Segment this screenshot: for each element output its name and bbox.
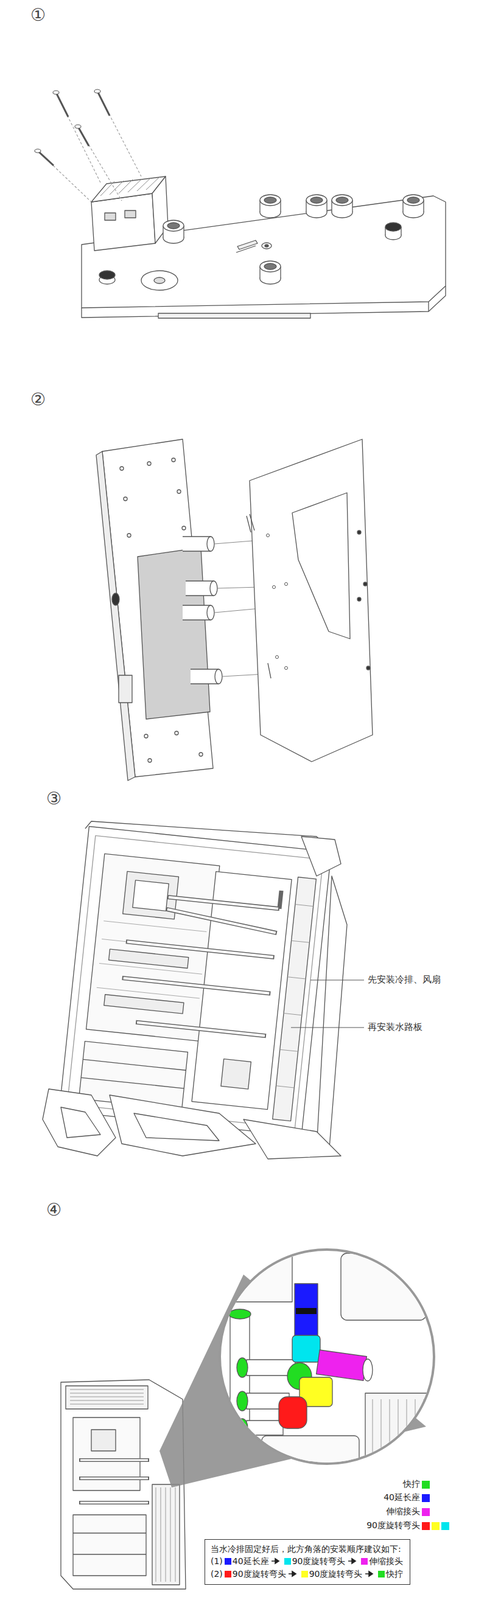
legend-swatch [421, 1509, 430, 1518]
legend-text: 40延长座 [383, 1493, 421, 1505]
color-square [224, 1571, 232, 1579]
pump-box [91, 176, 169, 251]
legend-swatch [421, 1495, 430, 1504]
legend-text: 90度旋转弯头 [366, 1521, 421, 1533]
legend-swatch [421, 1523, 430, 1532]
arrow-symbol [270, 1558, 281, 1566]
arrow-symbol [364, 1571, 375, 1579]
case-top-frame [85, 821, 347, 1157]
color-square [301, 1571, 309, 1579]
legend-text: 快拧 [402, 1479, 421, 1491]
legend-row: 快拧 [402, 1479, 430, 1491]
note-step: 90度旋转弯头 [309, 1569, 363, 1580]
screws [34, 89, 142, 203]
legend-row: 90度旋转弯头 [366, 1521, 450, 1533]
color-square [224, 1559, 232, 1566]
color-square [378, 1571, 385, 1579]
color-square [360, 1559, 368, 1566]
step-number: ④ [46, 1200, 62, 1221]
legend-swatch-extra [441, 1523, 450, 1532]
case-legs [42, 1089, 341, 1160]
callout-text: 先安装冷排、风扇 [367, 974, 441, 987]
magnified-corner [219, 1250, 435, 1474]
case-panel [246, 439, 373, 763]
note-step: 伸缩接头 [368, 1557, 403, 1567]
note-step: 90度旋转弯头 [292, 1557, 346, 1567]
legend-swatch [421, 1481, 430, 1490]
step-number: ② [30, 389, 46, 410]
legend-text: 伸缩接头 [385, 1507, 421, 1519]
note-step: (1) [210, 1557, 223, 1567]
legend-row: 伸缩接头 [385, 1507, 430, 1519]
note-box: 当水冷排固定好后，此方角落的安装顺序建议如下:(1)40延长座90度旋转弯头伸缩… [204, 1540, 411, 1586]
callout-text: 再安装水路板 [367, 1022, 423, 1034]
pc-case [59, 826, 332, 1137]
fittings [99, 194, 424, 291]
arrow-symbol [287, 1571, 298, 1579]
note-step: 快拧 [385, 1569, 403, 1580]
note-step: 90度旋转弯头 [232, 1569, 287, 1580]
legend-row: 40延长座 [383, 1493, 430, 1505]
step-number: ① [30, 4, 46, 25]
step-number: ③ [46, 788, 62, 810]
arrow-symbol [347, 1558, 358, 1566]
distribution-plate-side [96, 439, 214, 782]
small-case [60, 1380, 186, 1591]
note-step: (2) [210, 1569, 223, 1580]
note-step: 40延长座 [232, 1557, 270, 1567]
color-square [284, 1559, 291, 1566]
legend-swatch-extra [431, 1523, 440, 1532]
note-heading: 当水冷排固定好后，此方角落的安装顺序建议如下: [210, 1545, 402, 1555]
leader-lines [290, 980, 365, 1029]
